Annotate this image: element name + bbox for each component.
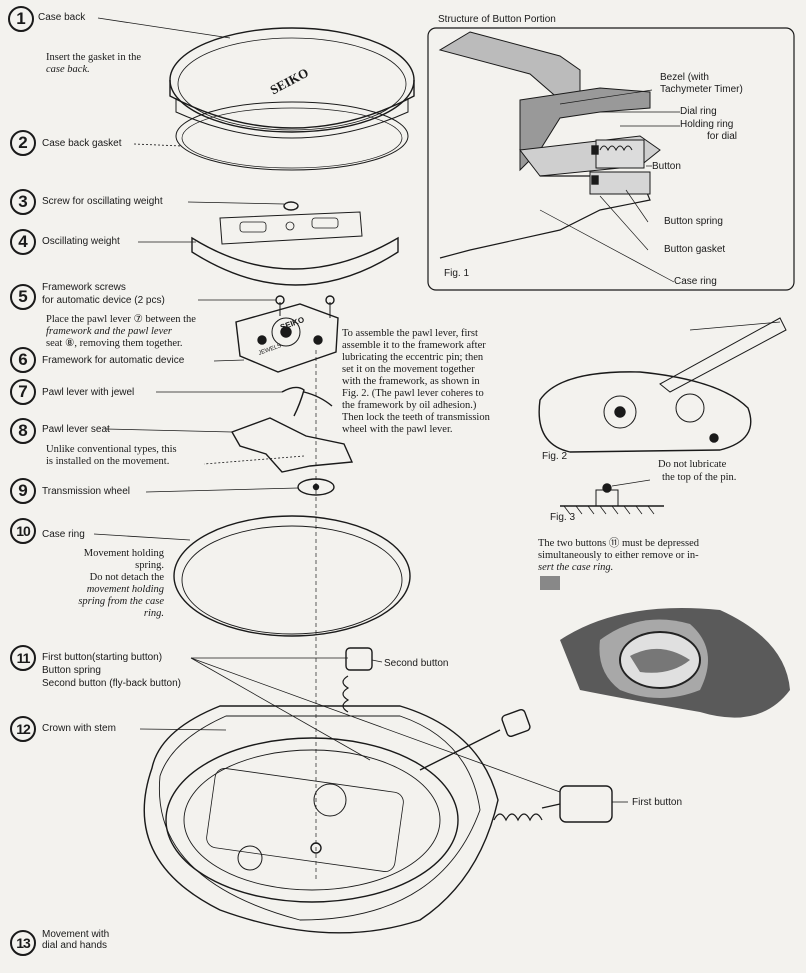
part-label-12: Crown with stem: [42, 723, 116, 734]
button-label: Button: [652, 161, 681, 172]
part-label-1: Case back: [38, 12, 86, 23]
part-label-13a: Movement with: [42, 929, 110, 940]
structure-title: Structure of Button Portion: [438, 14, 556, 25]
seat-note-line1: Unlike conventional types, this: [46, 444, 177, 455]
assemble-note-line1: To assemble the pawl lever, first: [342, 328, 478, 339]
part-label-7: Pawl lever with jewel: [42, 387, 135, 398]
buttons-note-line1: The two buttons ⑪ must be depressed: [538, 538, 699, 549]
holding-note-line3: Do not detach the: [89, 572, 164, 583]
gasket-note-line1: Insert the gasket in the: [46, 52, 142, 63]
holding-note-line4: movement holding: [86, 584, 164, 595]
holding-ring-label-2: for dial: [707, 131, 738, 142]
fig2-drawing: [538, 317, 787, 453]
assemble-note-line7: the framework by oil adhesion.): [342, 400, 477, 411]
dial-ring-label: Dial ring: [680, 106, 717, 117]
part-number-4: 4: [10, 229, 36, 255]
holding-note-line5: spring from the case: [78, 596, 164, 607]
fig3-drawing: [560, 479, 664, 515]
svg-text:SEIKO: SEIKO: [268, 65, 311, 98]
assemble-note-line5: with the framework, as shown in: [342, 376, 480, 387]
screw-drawing: [283, 201, 299, 211]
part-number-8: 8: [10, 418, 36, 444]
case-ring-drawing: [173, 515, 411, 637]
button-gasket-label: Button gasket: [664, 244, 726, 255]
part-label-11c: Second button (fly-back button): [42, 678, 181, 689]
part-number-12: 12: [10, 716, 36, 742]
part-number-13: 13: [10, 930, 36, 956]
fig2-caption: Fig. 2: [542, 451, 568, 462]
part-number-11: 11: [10, 645, 36, 671]
part-label-8: Pawl lever seat: [42, 424, 110, 435]
buttons-note-line3: sert the case ring.: [538, 562, 614, 573]
part-number-3: 3: [10, 189, 36, 215]
gasket-drawing: [175, 101, 409, 171]
part-number-2: 2: [10, 130, 36, 156]
first-button-label: First button: [632, 797, 683, 808]
crown-drawing: [419, 708, 531, 771]
pawl-lever-drawing: [281, 386, 333, 417]
part-label-3: Screw for oscillating weight: [42, 196, 163, 207]
part-label-11a: First button(starting button): [42, 652, 163, 663]
pawl-note-line1: Place the pawl lever ⑦ between the: [46, 314, 196, 325]
buttons-note-line2: simultaneously to either remove or in-: [538, 550, 699, 561]
part-number-6: 6: [10, 347, 36, 373]
bezel-label-2: Tachymeter Timer): [660, 84, 743, 95]
part-label-11b: Button spring: [42, 665, 101, 676]
framework-drawing: [235, 295, 339, 373]
part-label-2: Case back gasket: [42, 138, 122, 149]
case-ring-photo: [540, 576, 790, 718]
assemble-note-line9: wheel with the pawl lever.: [342, 424, 453, 435]
fig1-caption: Fig. 1: [444, 268, 470, 279]
part-number-1: 1: [8, 6, 34, 32]
pawl-note-line3: seat ⑧, removing them together.: [46, 338, 183, 349]
case-back-drawing: SEIKO: [169, 27, 415, 139]
fig1-drawing: [427, 27, 795, 291]
oscillating-weight-drawing: [191, 211, 399, 286]
part-label-9: Transmission wheel: [42, 486, 130, 497]
holding-note-line6: ring.: [143, 608, 164, 619]
part-label-6: Framework for automatic device: [42, 355, 185, 366]
lubricate-note-line2: the top of the pin.: [662, 472, 737, 483]
assemble-note-line4: set it on the movement together: [342, 364, 475, 375]
second-button-label: Second button: [384, 658, 449, 669]
assemble-note-line2: assemble it to the framework after: [342, 340, 486, 351]
watch-case-drawing: [143, 705, 499, 934]
part-number-7: 7: [10, 379, 36, 405]
button-spring-label: Button spring: [664, 216, 723, 227]
part-label-5a: Framework screws: [42, 282, 126, 293]
seat-note-line2: is installed on the movement.: [46, 456, 170, 467]
fig3-caption: Fig. 3: [550, 512, 576, 523]
pawl-note-line2: framework and the pawl lever: [46, 326, 172, 337]
assemble-note-line8: Then lock the teeth of transmission: [342, 412, 490, 423]
holding-note-line2: spring.: [135, 560, 164, 571]
holding-note-line1: Movement holding: [83, 548, 164, 559]
assemble-note-line3: lubricating the eccentric pin; then: [342, 352, 484, 363]
part-number-10: 10: [10, 518, 36, 544]
gasket-note-line2: case back.: [46, 64, 90, 75]
holding-ring-label-1: Holding ring: [680, 119, 734, 130]
case-ring-fig-label: Case ring: [674, 276, 717, 287]
part-label-4: Oscillating weight: [42, 236, 120, 247]
part-number-9: 9: [10, 478, 36, 504]
part-label-10: Case ring: [42, 529, 85, 540]
bezel-label-1: Bezel (with: [660, 72, 709, 83]
part-label-13b: dial and hands: [42, 940, 108, 951]
assemble-note-line6: Fig. 2. (The pawl lever coheres to: [342, 388, 484, 399]
pawl-lever-seat-drawing: [230, 417, 354, 473]
part-label-5b: for automatic device (2 pcs): [42, 295, 165, 306]
part-number-5: 5: [10, 284, 36, 310]
lubricate-note-line1: Do not lubricate: [658, 459, 727, 470]
